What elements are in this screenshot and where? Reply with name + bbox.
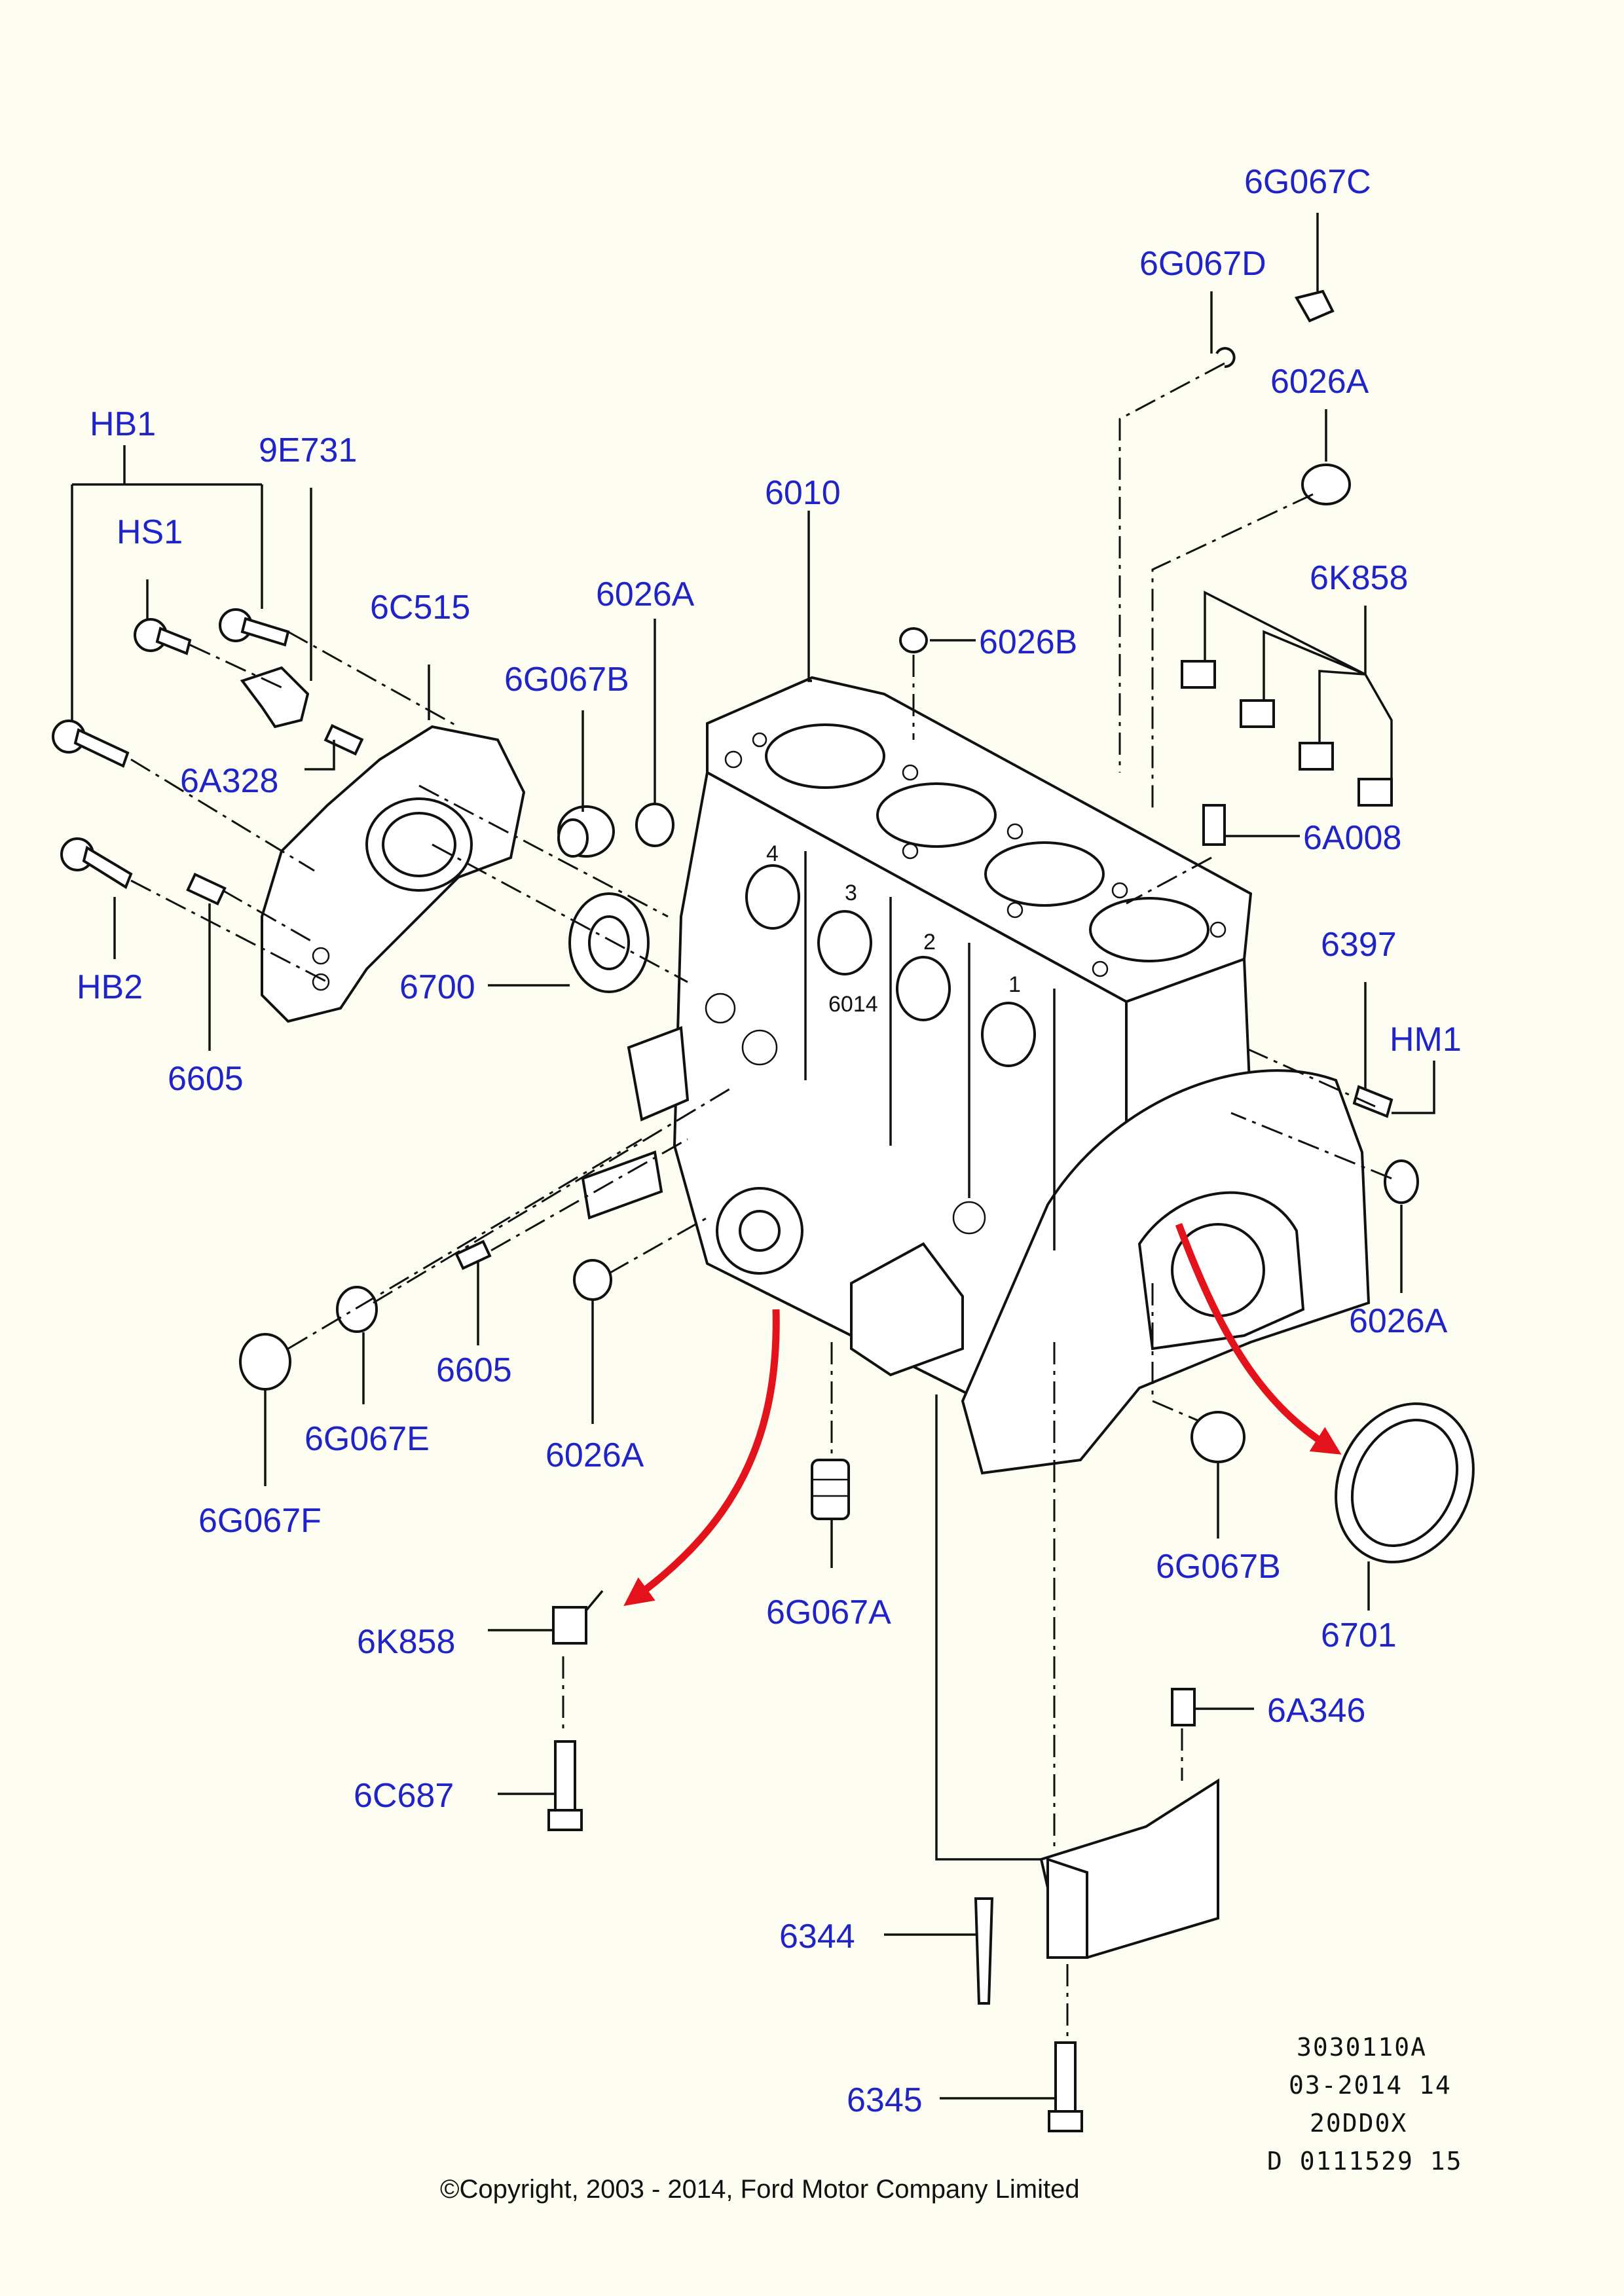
cylinder-number-4: 4: [766, 841, 779, 866]
document-number: D 0111529 15: [1267, 2147, 1463, 2176]
copyright-notice: ©Copyright, 2003 - 2014, Ford Motor Comp…: [440, 2175, 1080, 2204]
assembly-lines: [130, 362, 1392, 2036]
label-6026a-top: 6026A: [1270, 363, 1369, 401]
label-6026a-lower: 6026A: [545, 1436, 644, 1474]
label-6605-mid: 6605: [436, 1351, 512, 1389]
rear-oil-seal-part: [1335, 1402, 1475, 1563]
cylinder-number-1: 1: [1008, 972, 1021, 997]
bracket-9e731-part: [240, 666, 310, 729]
bolt-hb2-part: [60, 837, 133, 889]
label-6605-left: 6605: [168, 1060, 244, 1098]
seal-6026a-lower-part: [573, 1259, 612, 1301]
dowel-6a346-part: [1171, 1688, 1196, 1726]
label-6344: 6344: [779, 1918, 855, 1956]
diagram-date: 03-2014 14: [1289, 2071, 1452, 2100]
plug-6026a-top-part: [1301, 464, 1351, 505]
engine-code: 20DD0X: [1310, 2109, 1407, 2138]
cylinder-number-2: 2: [923, 930, 936, 955]
label-6026b: 6026B: [979, 623, 1077, 661]
dowel-6a328-part: [323, 723, 364, 756]
dowel-6605-mid-part: [454, 1239, 492, 1270]
main-bearing-cap-part: [1039, 1778, 1219, 1959]
seal-6g067e-part: [336, 1286, 378, 1333]
label-6g067b-upper: 6G067B: [504, 661, 629, 699]
label-6700: 6700: [399, 968, 475, 1006]
label-6g067e: 6G067E: [304, 1420, 430, 1458]
block-casting-mark: 6014: [828, 992, 878, 1017]
plug-6026b-part: [899, 627, 928, 653]
dowel-6a008-part: [1202, 804, 1226, 846]
label-hs1: HS1: [117, 513, 183, 551]
bolt-hs1-part: [134, 618, 192, 655]
label-6c515: 6C515: [370, 589, 470, 627]
oil-jets-6k858-part: [1181, 660, 1393, 807]
label-6026a-upper: 6026A: [596, 575, 695, 613]
label-6a008: 6A008: [1303, 819, 1401, 857]
label-9e731: 9E731: [259, 431, 357, 469]
red-arrow-left: [623, 1309, 780, 1607]
label-6g067a: 6G067A: [766, 1594, 891, 1631]
diagram-code: 3030110A: [1297, 2033, 1427, 2062]
label-6g067c: 6G067C: [1244, 163, 1371, 201]
bolt-hb1-upper-part: [219, 608, 290, 647]
ring-6g067d-part: [1215, 347, 1236, 369]
label-6k858-top: 6K858: [1310, 559, 1408, 597]
front-cover-part: [261, 725, 526, 1023]
label-6g067d: 6G067D: [1139, 245, 1266, 283]
label-6g067f: 6G067F: [198, 1502, 322, 1540]
dowel-6605-left-part: [186, 872, 227, 906]
plug-6026a-right-part: [1384, 1159, 1419, 1204]
label-hb1: HB1: [90, 405, 156, 443]
leader-lines: [71, 213, 1435, 2100]
label-hm1: HM1: [1390, 1021, 1462, 1059]
plug-6g067a-part: [811, 1459, 850, 1520]
bolt-hb1-lower-part: [52, 720, 130, 768]
bearing-shell-6344-part: [974, 1897, 994, 2005]
plug-6g067c-part: [1294, 289, 1335, 323]
label-6c687: 6C687: [354, 1777, 454, 1815]
label-6k858-bottom: 6K858: [357, 1623, 455, 1661]
bolt-6c687-part: [547, 1740, 583, 1831]
bolt-6345-part: [1048, 2041, 1083, 2132]
plug-6g067f-part: [239, 1333, 291, 1391]
label-hb2: HB2: [77, 968, 143, 1006]
label-6026a-right: 6026A: [1349, 1302, 1448, 1340]
label-6010: 6010: [765, 474, 841, 512]
red-arrow-right: [1175, 1223, 1342, 1455]
oil-jet-6k858-bottom-part: [552, 1590, 604, 1645]
label-6345: 6345: [847, 2081, 923, 2119]
stud-6397-part: [1352, 1085, 1393, 1118]
label-6a346: 6A346: [1267, 1692, 1365, 1730]
label-6a328: 6A328: [180, 762, 278, 800]
cylinder-number-3: 3: [845, 881, 857, 905]
label-6g067b-lower: 6G067B: [1156, 1548, 1281, 1586]
plug-6g067b-lower-part: [1190, 1411, 1246, 1463]
plug-6026a-upper-part: [635, 803, 674, 847]
cylinder-block: [581, 676, 1371, 1475]
label-6397: 6397: [1321, 926, 1397, 964]
plug-6g067b-upper-part: [557, 805, 615, 858]
label-6701: 6701: [1321, 1616, 1397, 1654]
front-oil-seal-part: [568, 892, 650, 993]
